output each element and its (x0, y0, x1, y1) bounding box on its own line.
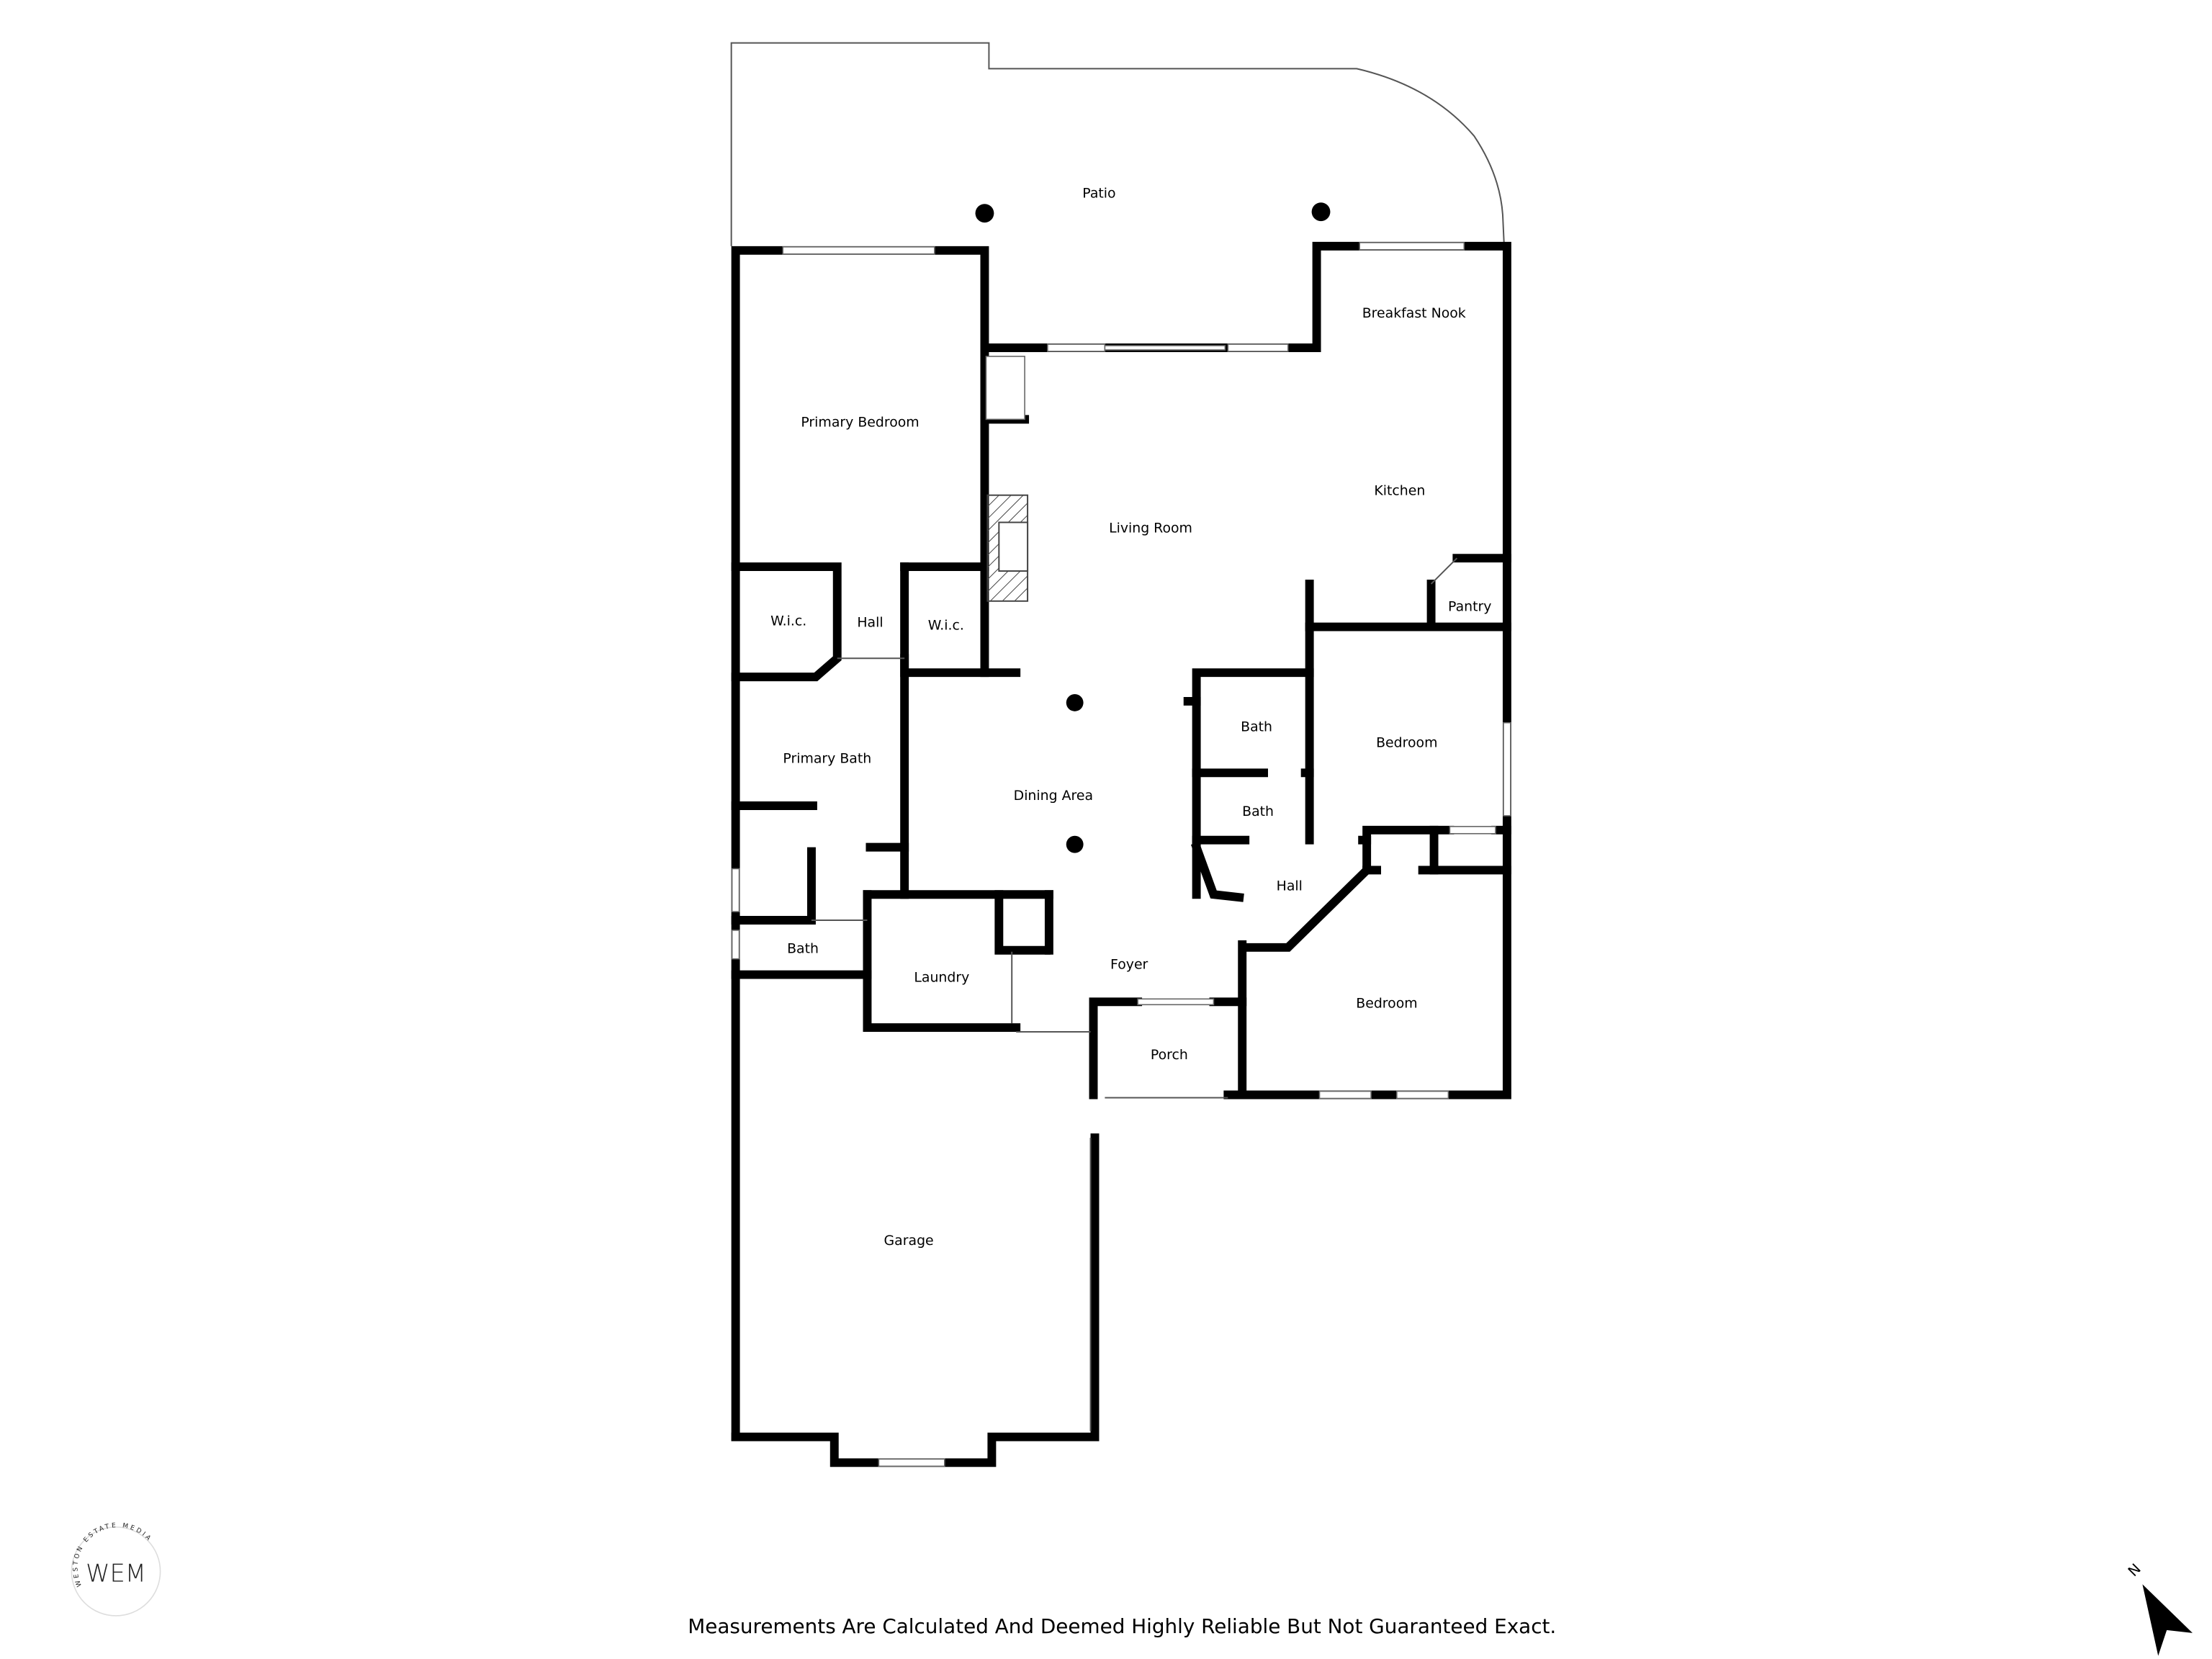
room-label-living-room: Living Room (1109, 520, 1192, 536)
room-label-bedroom: Bedroom (1376, 735, 1437, 751)
disclaimer-text: Measurements Are Calculated And Deemed H… (688, 1614, 1556, 1638)
room-label-bedroom: Bedroom (1356, 995, 1417, 1011)
room-label-patio: Patio (1082, 185, 1115, 201)
dining-column (1066, 693, 1084, 711)
room-label-breakfast-nook: Breakfast Nook (1362, 305, 1466, 321)
north-arrow-icon: N (2125, 1560, 2193, 1656)
room-label-porch: Porch (1151, 1047, 1188, 1063)
patio-column (1311, 202, 1331, 222)
room-label-foyer: Foyer (1110, 957, 1148, 973)
dining-column (1066, 835, 1084, 853)
room-label-garage: Garage (884, 1233, 934, 1249)
room-label-pantry: Pantry (1448, 599, 1491, 615)
room-label-primary-bath: Primary Bath (783, 750, 871, 766)
room-label-bath: Bath (787, 941, 819, 957)
windows (731, 242, 1511, 1467)
svg-text:WEM: WEM (86, 1559, 146, 1587)
patio-outline (730, 42, 1505, 246)
company-logo: WESTON ESTATE MEDIA WEM (71, 1522, 161, 1617)
svg-text:N: N (2125, 1560, 2144, 1580)
room-label-bath: Bath (1242, 804, 1274, 819)
room-label-kitchen: Kitchen (1374, 483, 1425, 499)
room-label-wic: W.i.c. (770, 613, 806, 629)
room-label-wic: W.i.c. (928, 618, 964, 634)
room-label-primary-bedroom: Primary Bedroom (801, 414, 919, 430)
patio-column (975, 204, 994, 223)
room-label-hall: Hall (857, 615, 883, 631)
room-label-hall: Hall (1277, 878, 1303, 894)
room-label-dining-area: Dining Area (1014, 788, 1093, 804)
room-label-bath: Bath (1241, 719, 1272, 735)
fireplace (986, 494, 1029, 602)
room-label-laundry: Laundry (914, 969, 969, 985)
